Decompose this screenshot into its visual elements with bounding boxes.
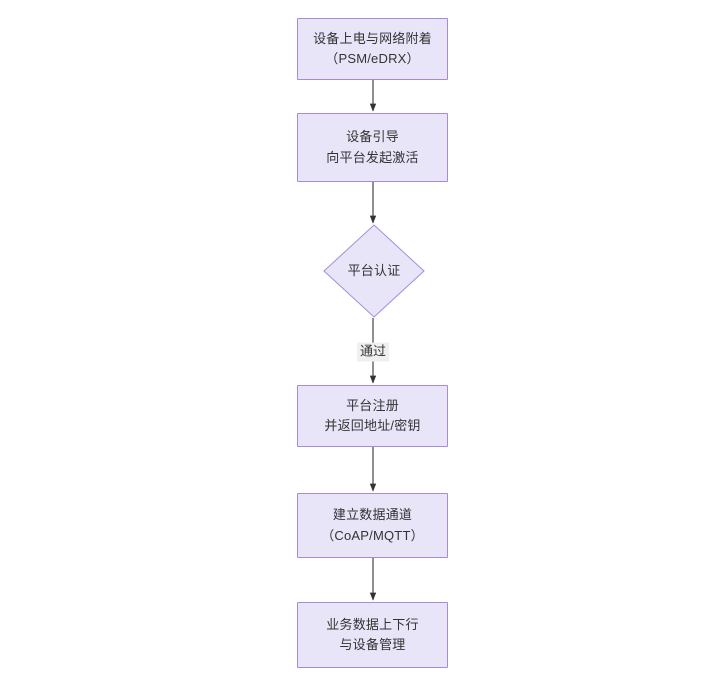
- node-label: 建立数据通道 （CoAP/MQTT）: [321, 507, 424, 543]
- node-label: 设备上电与网络附着 （PSM/eDRX）: [313, 30, 432, 66]
- node-label: 设备引导 向平台发起激活: [326, 129, 419, 165]
- node-label: 平台认证: [347, 262, 401, 278]
- node-device-power-on[interactable]: 设备上电与网络附着 （PSM/eDRX）: [297, 18, 448, 80]
- node-device-bootstrap[interactable]: 设备引导 向平台发起激活: [297, 113, 448, 182]
- node-label: 平台注册 并返回地址/密钥: [324, 397, 421, 433]
- diamond-shape: [323, 224, 425, 318]
- node-establish-data-channel[interactable]: 建立数据通道 （CoAP/MQTT）: [297, 493, 448, 558]
- edge-label-pass: 通过: [356, 342, 390, 362]
- node-platform-authentication[interactable]: 平台认证: [308, 205, 440, 337]
- node-label: 业务数据上下行 与设备管理: [326, 616, 419, 652]
- node-business-data-and-device-management[interactable]: 业务数据上下行 与设备管理: [297, 602, 448, 668]
- node-platform-registration[interactable]: 平台注册 并返回地址/密钥: [297, 385, 448, 447]
